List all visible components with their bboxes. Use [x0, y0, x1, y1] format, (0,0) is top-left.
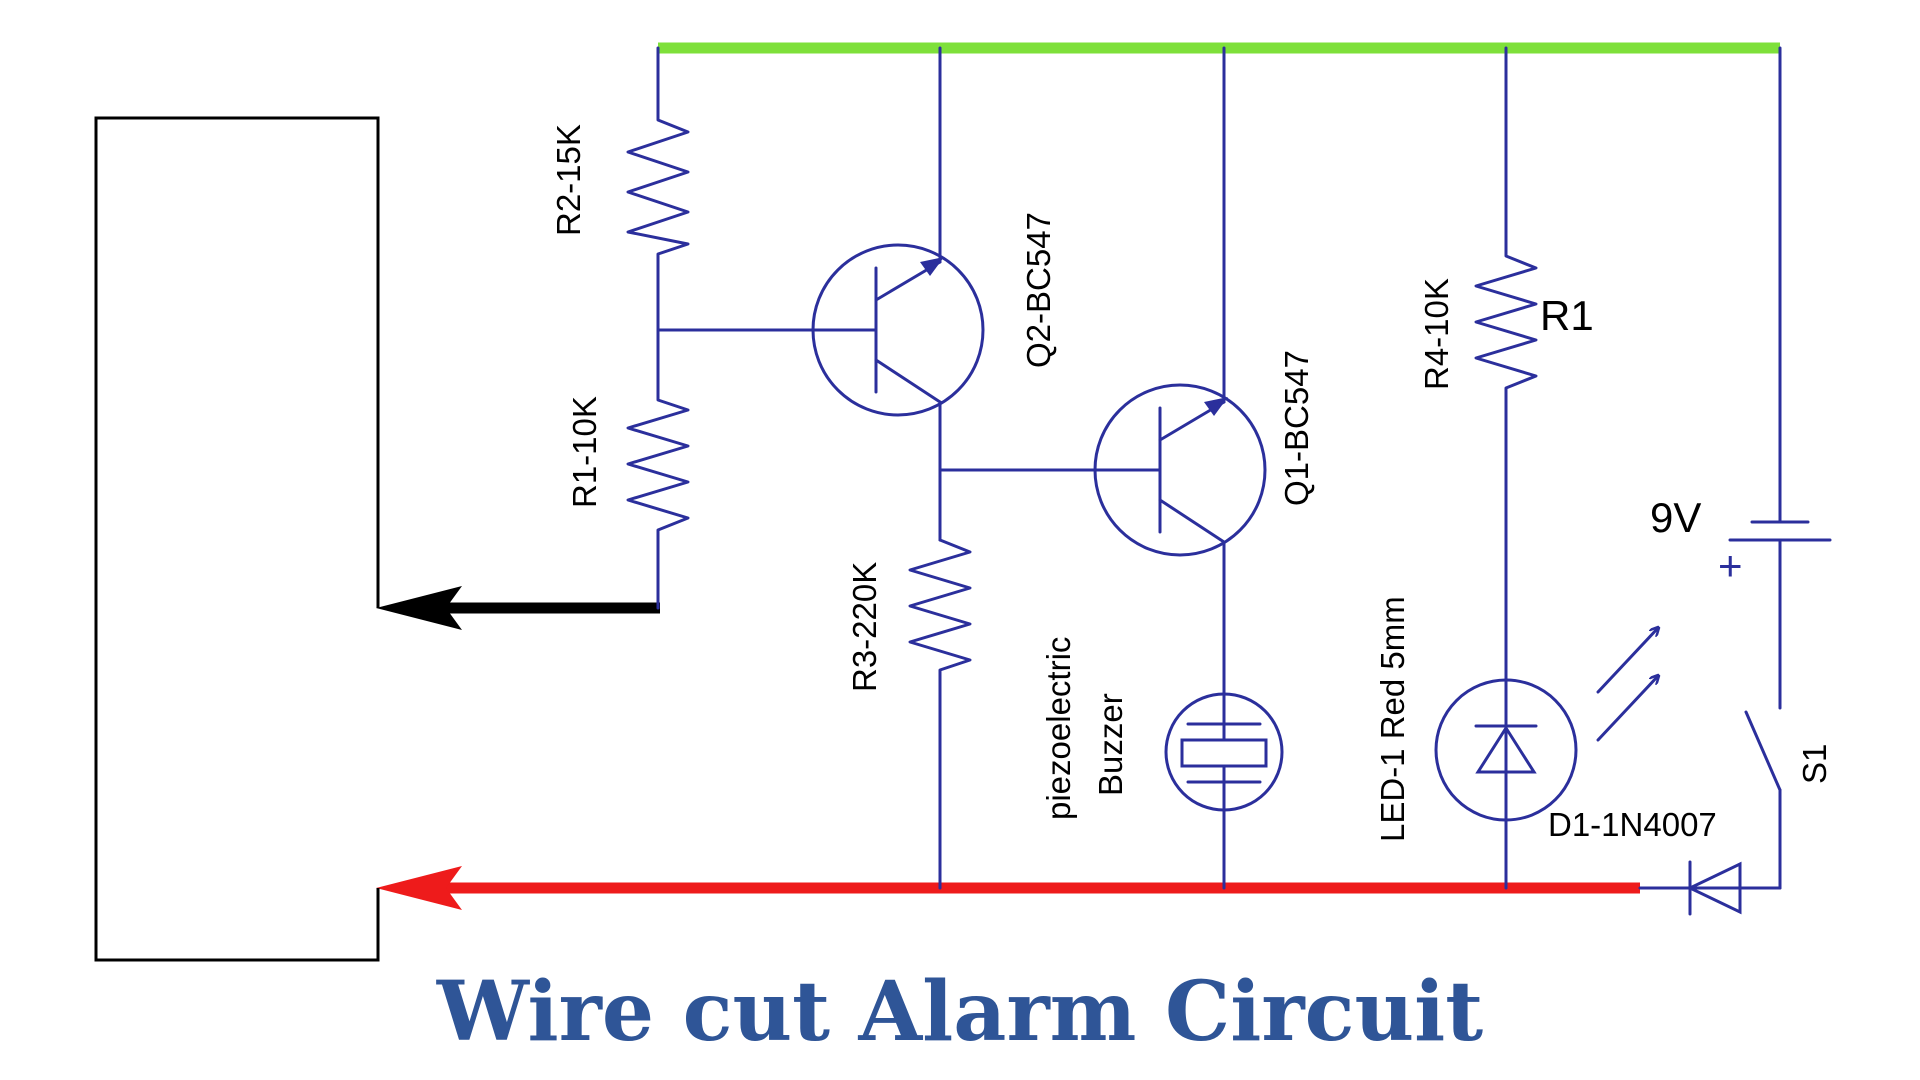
piezo-buzzer	[1164, 692, 1284, 812]
label-battery-plus: +	[1718, 542, 1743, 589]
label-r4: R4-10K	[1418, 278, 1455, 390]
resistor-r2	[626, 46, 690, 332]
label-r3: R3-220K	[846, 562, 883, 692]
resistor-r3	[908, 538, 972, 890]
label-r1: R1-10K	[566, 396, 603, 508]
transistor-q1	[1093, 46, 1267, 557]
battery-9v	[1728, 520, 1832, 542]
resistor-r1	[626, 328, 690, 610]
label-buzzer-line2: Buzzer	[1092, 693, 1129, 796]
switch-s1	[1744, 710, 1782, 890]
label-q1: Q1-BC547	[1278, 350, 1315, 506]
transistor-q2	[811, 46, 985, 417]
label-r4-alt: R1	[1540, 292, 1594, 339]
diode-d1	[1638, 860, 1782, 916]
label-q2: Q2-BC547	[1020, 212, 1057, 368]
resistor-r4	[1474, 46, 1538, 890]
label-r2: R2-15K	[550, 124, 587, 236]
diagram-title: Wire cut Alarm Circuit	[436, 964, 1483, 1060]
label-battery: 9V	[1650, 494, 1701, 541]
label-switch: S1	[1796, 744, 1833, 784]
label-diode: D1-1N4007	[1548, 806, 1717, 843]
negative-rail-arrowhead	[376, 866, 462, 910]
sense-loop-wire	[94, 116, 380, 962]
led-1	[1434, 628, 1658, 822]
label-led: LED-1 Red 5mm	[1374, 596, 1411, 842]
sense-loop-arrowhead	[376, 586, 462, 630]
label-buzzer-line1: piezoelectric	[1040, 637, 1077, 820]
